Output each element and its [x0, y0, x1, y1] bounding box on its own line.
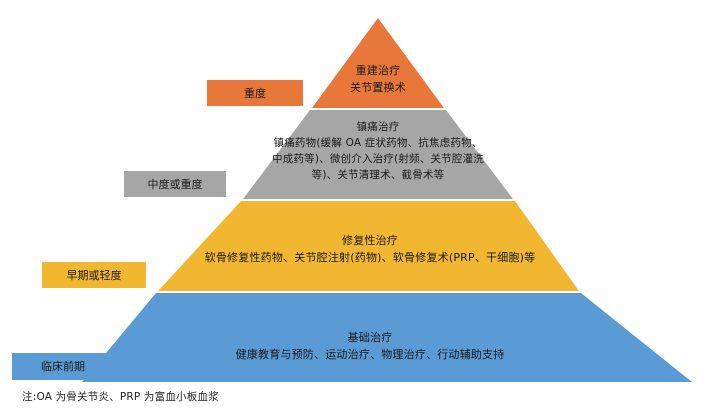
layer-title-basic: 基础治疗 [347, 331, 393, 344]
stage-moderate-text: 中度或重度 [147, 177, 203, 191]
layer-line-pain-relief-1: 镇痛药物(缓解 OA 症状药物、抗焦虑药物、 [273, 137, 483, 149]
stage-severe-box [207, 77, 305, 106]
layer-text-repair: 修复性治疗 软骨修复性药物、关节腔注射(药物)、软骨修复术(PRP、干细胞)等 [170, 232, 570, 266]
footnote: 注:OA 为骨关节炎、PRP 为富血小板血浆 [22, 391, 219, 403]
stage-severe-text: 重度 [244, 86, 266, 100]
stage-preclinical-text: 临床前期 [41, 360, 85, 373]
pyramid-layer-pain-relief [243, 110, 513, 199]
stage-label-severe: 重度 [207, 80, 303, 106]
stage-early-text: 早期或轻度 [66, 268, 122, 282]
layer-line-reconstruction-1: 关节置换术 [350, 81, 406, 94]
pyramid-layer-basic [82, 293, 692, 382]
layer-text-basic: 基础治疗 健康教育与预防、运动治疗、物理治疗、行动辅助支持 [190, 329, 550, 363]
layer-text-pain-relief: 镇痛治疗 镇痛药物(缓解 OA 症状药物、抗焦虑药物、 中成药等)、微创介入治疗… [246, 119, 510, 183]
stage-label-preclinical: 临床前期 [12, 353, 114, 380]
stage-early-box [42, 261, 147, 288]
layer-title-pain-relief: 镇痛治疗 [356, 121, 400, 133]
stage-label-moderate: 中度或重度 [124, 171, 226, 197]
layer-title-reconstruction: 重建治疗 [355, 64, 401, 77]
pyramid-layer-reconstruction [312, 18, 444, 108]
layer-line-pain-relief-2: 中成药等)、微创介入治疗(射频、关节腔灌洗 [272, 153, 484, 165]
layer-text-reconstruction: 重建治疗 关节置换术 [318, 62, 438, 96]
stage-label-early: 早期或轻度 [42, 262, 146, 288]
layer-title-repair: 修复性治疗 [342, 234, 398, 247]
layer-line-basic-1: 健康教育与预防、运动治疗、物理治疗、行动辅助支持 [235, 348, 505, 361]
layer-line-repair-1: 软骨修复性药物、关节腔注射(药物)、软骨修复术(PRP、干细胞)等 [204, 251, 536, 264]
layer-line-pain-relief-3: 等)、关节清理术、截骨术等 [311, 169, 445, 181]
pyramid-layer-repair [158, 201, 579, 291]
stage-moderate-box [124, 169, 227, 197]
